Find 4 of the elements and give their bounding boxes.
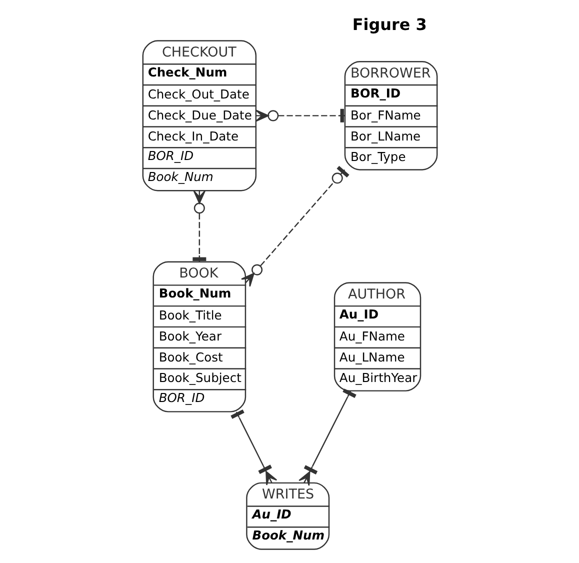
connector	[298, 388, 356, 486]
connector	[240, 166, 349, 287]
diagram-title: Figure 3	[352, 15, 426, 34]
connector	[230, 410, 277, 486]
